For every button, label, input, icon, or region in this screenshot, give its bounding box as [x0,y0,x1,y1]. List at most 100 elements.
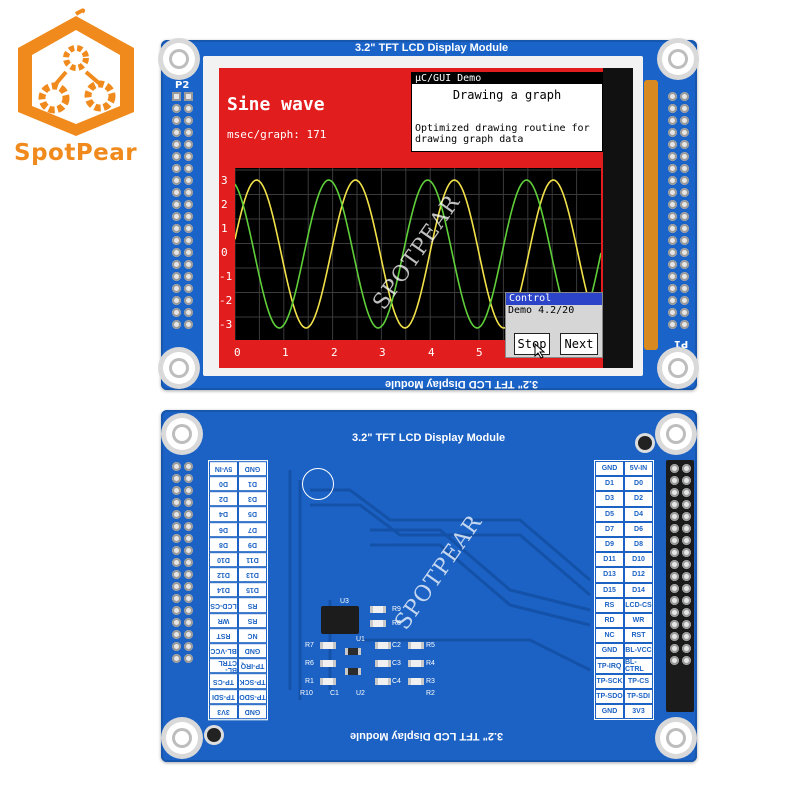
component-label: C4 [392,678,401,685]
component-label: R2 [426,690,435,697]
header-pin [682,632,691,641]
pin-label: GND [238,643,267,659]
header-pin [680,308,689,317]
mouse-cursor-icon [534,343,546,359]
pin-label: RS [238,597,267,613]
header-pin [670,644,679,653]
pin-label: TP-SDI [624,688,653,704]
pin-label: D14 [624,582,653,598]
header-pin [184,128,193,137]
header-pin [184,188,193,197]
pin-label: D3 [595,491,624,507]
pin-label: D4 [209,506,238,522]
y-tick-label: 1 [221,222,228,235]
header-pin [184,152,193,161]
front-pin-header-left [172,92,193,329]
header-pin [172,236,181,245]
component-label: R1 [305,678,314,685]
header-pin [184,498,193,507]
sine-wave-green [234,179,602,329]
header-pin [184,140,193,149]
header-pin [668,224,677,233]
header-pin [184,224,193,233]
header-pin [184,212,193,221]
header-pin [172,188,181,197]
component-label: U3 [340,598,349,605]
pin-label: TP-SCK [595,673,624,689]
header-pin [172,654,181,663]
header-pin [670,596,679,605]
pin-label: D6 [209,521,238,537]
header-pin [682,596,691,605]
pin-label: GND [238,704,267,720]
header-pin [670,572,679,581]
control-window: Control Demo 4.2/20 Stop Next [505,292,603,359]
pin-label: BL-CTRL [624,658,653,674]
y-tick-label: -2 [219,294,233,307]
component-label: R6 [305,660,314,667]
header-pin [184,474,193,483]
header-pin [680,128,689,137]
lcd-screen: Sine wave msec/graph: 171 µC/GUI Demo Dr… [219,68,633,368]
header-pin [680,92,689,101]
header-pin [680,236,689,245]
header-pin [670,536,679,545]
pin-label: D9 [238,536,267,553]
header-pin [172,140,181,149]
header-pin [172,272,181,281]
pin-label: TP-SCK [238,673,267,689]
pin-label: D4 [624,506,653,522]
pin-label: D13 [238,567,267,583]
header-pin [184,486,193,495]
chip-u3 [321,606,359,634]
next-button[interactable]: Next [560,333,598,355]
pin-label: D2 [209,491,238,507]
header-pin [184,248,193,257]
header-pin [682,560,691,569]
resistor [408,642,424,649]
mount-hole [166,418,198,450]
demo-desc-line-1: Optimized drawing routine for [415,123,590,134]
pin-label: TP-SDO [238,688,267,704]
header-pin [184,116,193,125]
mount-hole [660,722,692,754]
x-tick-label: 3 [379,346,386,359]
y-tick-label: -3 [219,318,233,331]
x-tick-label: 4 [428,346,435,359]
pin-label: GND [595,643,624,659]
component-label: R10 [300,690,313,697]
header-pin [668,188,677,197]
header-pin [680,140,689,149]
header-pin [680,224,689,233]
y-tick-label: 3 [221,174,228,187]
header-pin [184,522,193,531]
header-pin [172,92,181,101]
header-pin [184,260,193,269]
header-pin [682,572,691,581]
spotpear-logo: SpotPear [6,8,146,173]
pin-label: TP-SDI [209,688,238,704]
pin-label: D6 [624,521,653,537]
header-pin [172,128,181,137]
header-pin [184,236,193,245]
header-pin [172,618,181,627]
header-pin [680,116,689,125]
header-pin [172,534,181,543]
header-pin [668,164,677,173]
board-logo-circle [302,468,334,500]
header-pin [172,558,181,567]
pin-label: D8 [624,536,653,553]
header-pin [668,116,677,125]
header-pin [668,248,677,257]
component-label: C2 [392,642,401,649]
logo-hexagon-icon [18,8,134,136]
mount-hole-small [638,436,652,450]
